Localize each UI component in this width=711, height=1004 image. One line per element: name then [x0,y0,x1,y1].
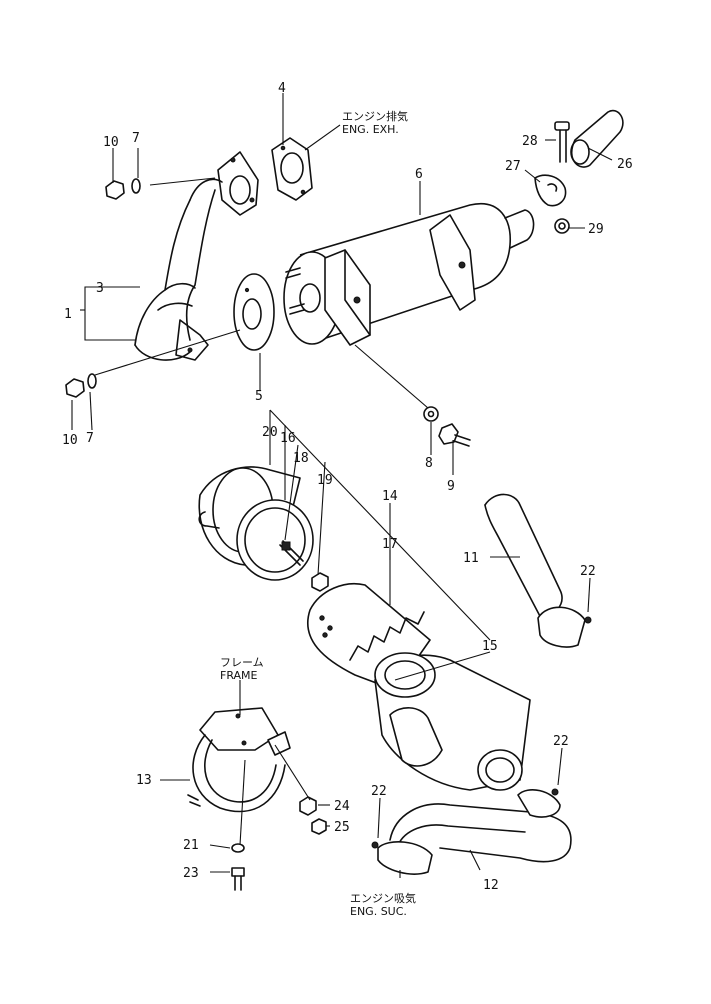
exhaust-note-en: ENG. EXH. [342,123,399,136]
callout-4: 4 [278,81,286,96]
callout-5: 5 [255,389,263,404]
callout-11: 11 [463,551,479,566]
suction-note-jp: エンジン吸気 [350,891,416,905]
intake-hose-part-12 [371,788,572,875]
callout-22c: 22 [371,784,387,799]
callout-7b: 7 [86,431,94,446]
callout-16: 16 [280,431,296,446]
callout-10b: 10 [62,433,78,448]
exhaust-note-jp: エンジン排気 [342,109,408,123]
callout-6: 6 [415,167,423,182]
callout-27: 27 [505,159,521,174]
annotation-notes: エンジン排気 ENG. EXH. フレーム FRAME エンジン吸気 ENG. … [220,109,416,918]
callout-23: 23 [183,866,199,881]
callout-19: 19 [317,473,333,488]
callout-13: 13 [136,773,152,788]
washer-part-29 [554,218,570,234]
callout-20: 20 [262,425,278,440]
leader-lines [71,93,613,878]
muffler-part-6 [283,202,535,346]
callout-9: 9 [447,479,455,494]
mounting-band-part-13 [187,707,291,813]
callout-12: 12 [483,878,499,893]
gasket-part-4 [271,137,313,201]
callout-10a: 10 [103,135,119,150]
callout-25: 25 [334,820,350,835]
clamp-part-27 [534,174,567,207]
gasket-part-5 [233,273,275,351]
callout-1: 1 [64,307,72,322]
callout-15: 15 [482,639,498,654]
callout-24: 24 [334,799,350,814]
callout-14: 14 [382,489,398,504]
callout-8: 8 [425,456,433,471]
intake-hose-part-11 [484,493,592,648]
callout-29: 29 [588,222,604,237]
frame-note-en: FRAME [220,669,258,682]
exhaust-pipe-assembly [134,151,259,361]
washer-bolt-parts-8-9 [423,406,471,447]
callout-labels: 1 3 4 5 6 7 7 8 9 10 10 11 12 13 14 15 1… [62,81,633,893]
air-cleaner-body-part-15 [374,652,531,791]
callout-18: 18 [293,451,309,466]
suction-note-en: ENG. SUC. [350,905,407,918]
callout-26: 26 [617,157,633,172]
callout-22b: 22 [553,734,569,749]
callout-3: 3 [96,281,104,296]
nut-part-19 [311,572,329,592]
callout-22a: 22 [580,564,596,579]
callout-17: 17 [382,537,398,552]
nut-washer-parts-7-10 [65,178,141,398]
bolt-part-28 [554,121,570,163]
callout-21: 21 [183,838,199,853]
bolt-washer-parts-21-23-24-25 [231,796,327,891]
tail-pipe-part-26 [570,109,624,168]
frame-note-jp: フレーム [220,656,264,669]
element-part-18 [236,499,314,581]
callout-28: 28 [522,134,538,149]
callout-7a: 7 [132,131,140,146]
